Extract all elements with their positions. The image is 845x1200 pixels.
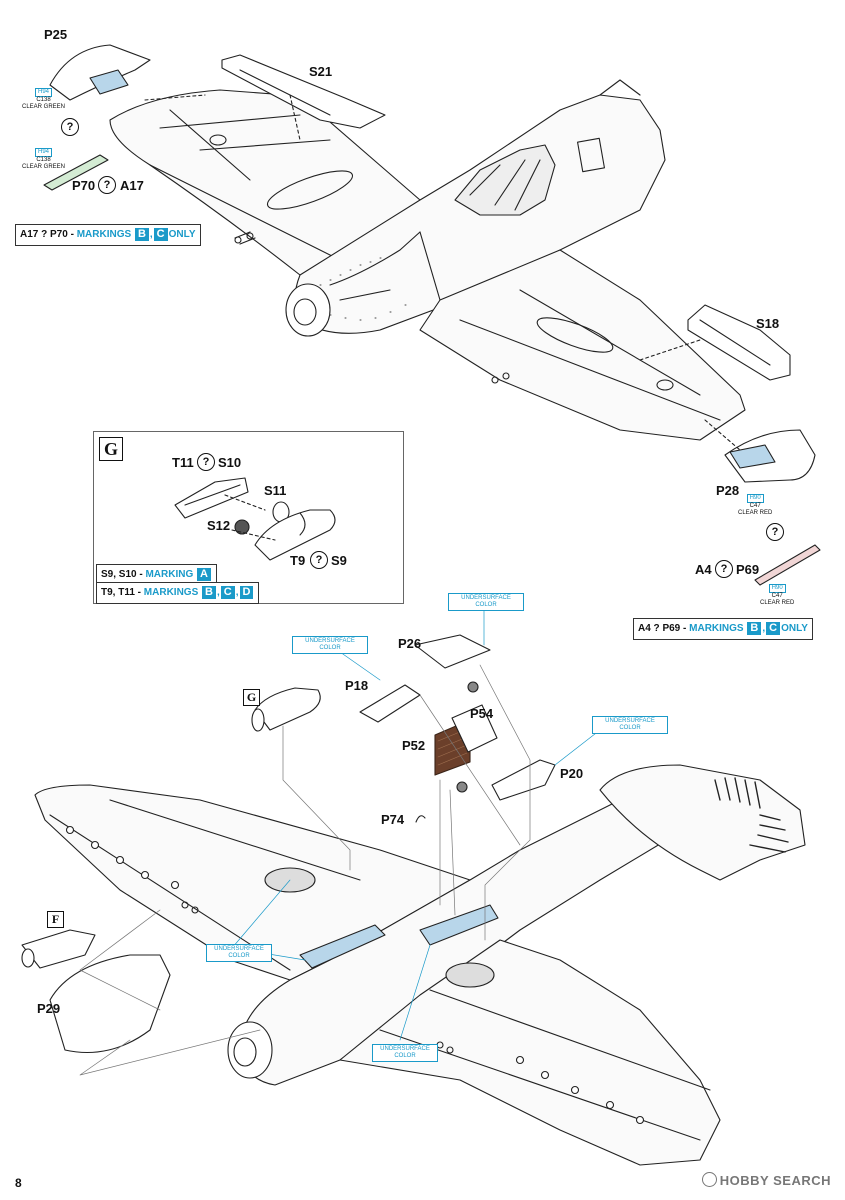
marking-badge: D: [239, 586, 254, 599]
section-badge-g-ref: G: [243, 689, 260, 706]
paint-callout-clear-red-2: H90 C47 CLEAR RED: [760, 584, 794, 607]
paint-name: CLEAR RED: [738, 510, 773, 516]
paint-name: CLEAR GREEN: [22, 104, 66, 110]
option-question-icon: ?: [197, 453, 215, 471]
part-label-p18: P18: [345, 678, 369, 693]
marking-separator: ,: [149, 229, 153, 240]
part-label-p25: P25: [44, 27, 68, 42]
marking-badge: C: [153, 228, 168, 241]
paint-code: H94: [35, 148, 53, 157]
part-label-s10: S10: [218, 455, 242, 470]
note-suffix: ONLY: [168, 229, 196, 240]
option-question-icon: ?: [766, 523, 784, 541]
paint-code: H94: [35, 88, 53, 97]
note-suffix: ONLY: [781, 623, 808, 634]
color-callout-p20: UNDERSURFACE COLOR: [592, 716, 668, 734]
part-label-p26: P26: [398, 636, 422, 651]
part-label-s21: S21: [309, 64, 333, 79]
part-label-p54: P54: [470, 706, 494, 721]
color-callout-radiator-right: UNDERSURFACE COLOR: [372, 1044, 438, 1062]
marking-badge: C: [220, 586, 235, 599]
paint-c-code: C47: [771, 593, 783, 599]
color-callout-radiator-left: UNDERSURFACE COLOR: [206, 944, 272, 962]
paint-c-code: C47: [749, 503, 761, 509]
paint-name: CLEAR RED: [760, 600, 795, 606]
paint-c-code: C138: [36, 97, 51, 103]
marking-badge: B: [202, 586, 216, 599]
paint-name: CLEAR GREEN: [22, 164, 66, 170]
note-prefix: S9, S10 -: [101, 569, 146, 580]
paint-callout-clear-green-2: H94 C138 CLEAR GREEN: [22, 148, 65, 171]
note-prefix: A17 ? P70 -: [20, 229, 77, 240]
marking-badge: A: [197, 568, 211, 581]
part-label-s18: S18: [756, 316, 780, 331]
marking-badge: B: [134, 228, 149, 241]
watermark-text: HOBBY SEARCH: [719, 1173, 831, 1188]
part-label-p28: P28: [716, 483, 740, 498]
note-markings: MARKINGS: [143, 587, 199, 598]
option-question-icon: ?: [715, 560, 733, 578]
part-label-p74: P74: [381, 812, 405, 827]
paint-c-code: C138: [36, 157, 51, 163]
section-badge-f: F: [47, 911, 64, 928]
top-aircraft-drawing: [109, 79, 746, 441]
part-label-p70: P70: [72, 178, 96, 193]
option-question-icon: ?: [310, 551, 328, 569]
marking-separator: ,: [235, 587, 239, 598]
part-label-p29: P29: [37, 1001, 61, 1016]
section-badge-g: G: [99, 437, 123, 461]
paint-code: H90: [746, 494, 764, 503]
watermark: HOBBY SEARCH: [701, 1172, 831, 1188]
note-prefix: T9, T11 -: [101, 587, 144, 598]
paint-callout-clear-green-1: H94 C138 CLEAR GREEN: [22, 88, 65, 111]
marking-separator: ,: [216, 587, 220, 598]
watermark-logo-icon: [701, 1172, 717, 1187]
color-callout-p26: UNDERSURFACE COLOR: [448, 593, 524, 611]
option-question-icon: ?: [61, 118, 79, 136]
color-callout-p18: UNDERSURFACE COLOR: [292, 636, 368, 654]
part-label-t9: T9: [290, 553, 306, 568]
option-question-icon: ?: [98, 176, 116, 194]
part-label-a4: A4: [695, 562, 712, 577]
part-label-s9: S9: [331, 553, 347, 568]
note-markings: MARKING: [145, 569, 194, 580]
part-label-a17: A17: [120, 178, 144, 193]
part-label-p20: P20: [560, 766, 584, 781]
note-markings: MARKINGS: [76, 229, 132, 240]
page-number: 8: [15, 1176, 22, 1190]
note-prefix: A4 ? P69 -: [638, 623, 690, 634]
marking-badge: B: [747, 622, 762, 635]
part-label-p69: P69: [736, 562, 760, 577]
paint-callout-clear-red-1: H90 C47 CLEAR RED: [738, 494, 772, 517]
note-t9-t11-markings: T9, T11 - MARKINGS B,C,D: [96, 582, 260, 604]
part-label-t11: T11: [172, 455, 194, 470]
marking-separator: ,: [762, 623, 766, 634]
part-label-s11: S11: [264, 483, 287, 498]
marking-badge: C: [766, 622, 781, 635]
part-label-s12: S12: [207, 518, 231, 533]
paint-code: H90: [768, 584, 786, 593]
part-label-p52: P52: [402, 738, 426, 753]
note-markings: MARKINGS: [689, 623, 744, 634]
